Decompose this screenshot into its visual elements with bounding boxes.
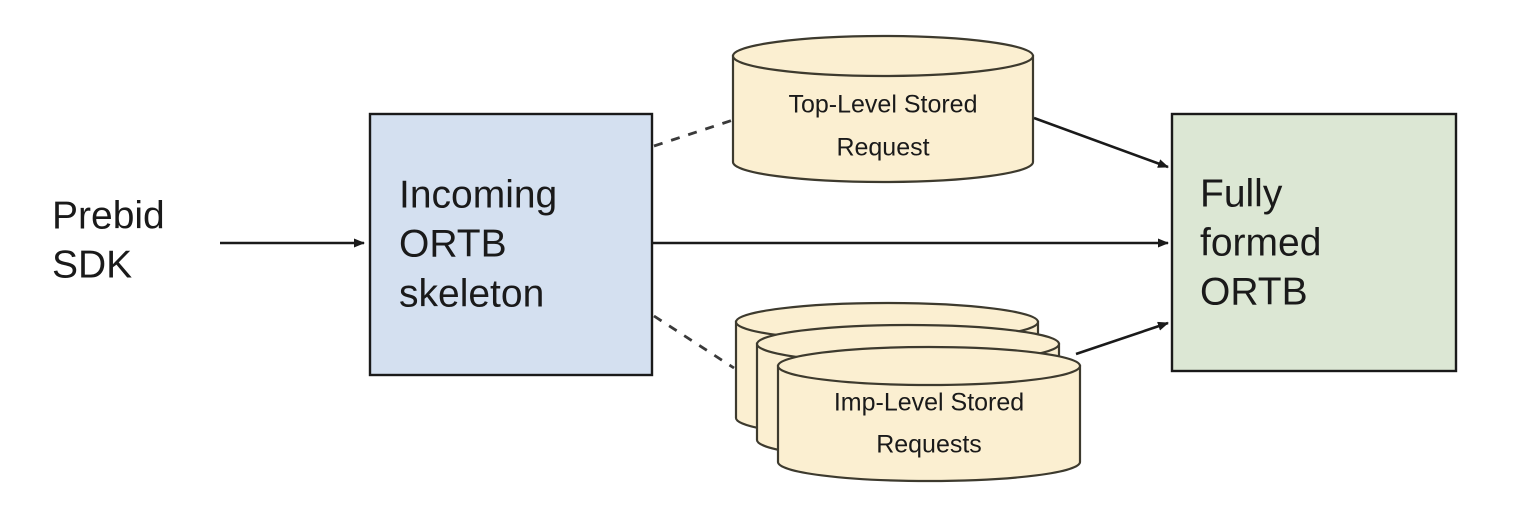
prebid-sdk-label-line-1: Prebid [52, 194, 165, 237]
top-store-body[interactable] [731, 54, 1035, 184]
imp-store-cylinder-front[interactable]: Imp-Level Stored Requests [776, 345, 1082, 483]
imp-store-front-top-ellipse [776, 345, 1082, 387]
incoming-ortb-box[interactable] [368, 112, 654, 377]
fully-formed-ortb-label-line-2: formed [1200, 221, 1321, 264]
top-store-label-line-2: Request [836, 134, 929, 162]
incoming-ortb-label-line-3: skeleton [399, 272, 544, 315]
fully-formed-ortb-label-line-1: Fully [1200, 172, 1283, 215]
incoming-ortb-label-line-2: ORTB [399, 222, 507, 265]
imp-store-front-body[interactable] [776, 364, 1082, 483]
imp-store-label-line-2: Requests [876, 431, 982, 459]
node-imp-level-stored-requests[interactable]: Imp-Level Stored Requests [734, 301, 1082, 483]
top-store-label-line-1: Top-Level Stored [788, 91, 977, 119]
top-store-top-ellipse [731, 34, 1035, 78]
edge-top-store-to-result [1033, 116, 1169, 169]
prebid-sdk-label-line-2: SDK [52, 243, 132, 286]
fully-formed-ortb-label-line-3: ORTB [1200, 270, 1308, 313]
node-top-level-stored-request[interactable]: Top-Level Stored Request [731, 34, 1035, 184]
edge-imp-store-to-result [1075, 321, 1169, 356]
node-prebid-sdk: Prebid SDK [52, 194, 165, 286]
node-incoming-ortb[interactable]: Incoming ORTB skeleton [368, 112, 654, 377]
node-fully-formed-ortb[interactable]: Fully formed ORTB [1170, 112, 1458, 373]
incoming-ortb-label-line-1: Incoming [399, 173, 557, 216]
imp-store-label-line-1: Imp-Level Stored [834, 389, 1024, 417]
fully-formed-ortb-box[interactable] [1170, 112, 1458, 373]
edge-incoming-to-imp-store [653, 314, 735, 370]
edge-incoming-to-top-store [653, 118, 734, 148]
